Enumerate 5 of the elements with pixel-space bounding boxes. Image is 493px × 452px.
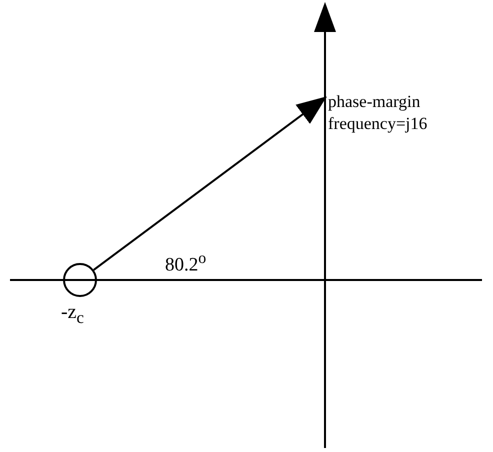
annotation-text: phase-margin frequency=j16 [328, 91, 488, 135]
zero-label: -z$_{c}$ [61, 301, 84, 329]
arrow [93, 96, 327, 271]
zero-circle [63, 263, 97, 297]
angle-label: 80.2$^{o}$ [165, 249, 206, 276]
